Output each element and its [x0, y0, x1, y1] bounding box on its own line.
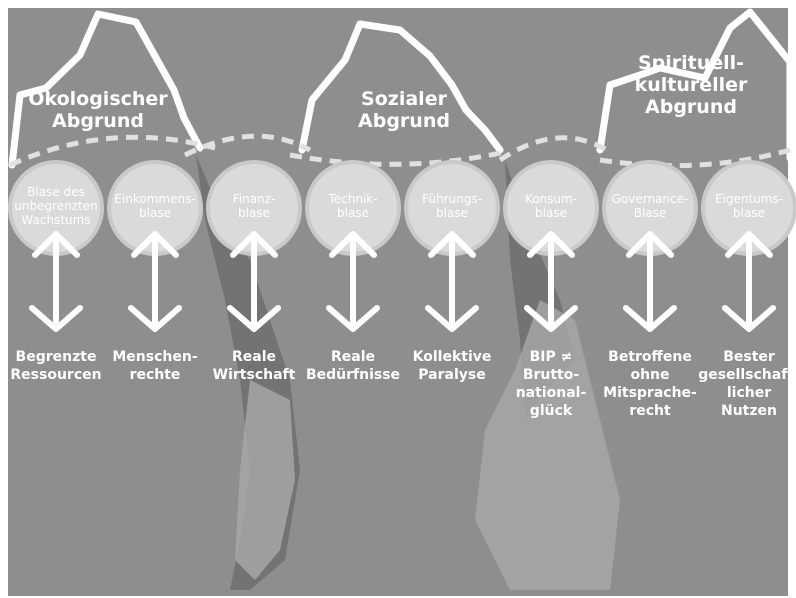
- bubble-label-6: Governance- Blase: [611, 192, 689, 220]
- dashed-arc-1: [8, 134, 216, 168]
- dashed-arc-2: [183, 133, 312, 158]
- arrow-layer: [29, 231, 776, 332]
- double-arrow-4: [425, 231, 479, 332]
- social-abyss-outline: [298, 20, 504, 154]
- bubble-label-1: Einkommens- blase: [114, 192, 196, 220]
- dashed-arc-3: [289, 149, 506, 167]
- double-arrow-1: [128, 231, 182, 332]
- abyss-shadow-left-lower: [235, 380, 295, 580]
- outcome-label-3: Reale Bedürfnisse: [305, 349, 401, 383]
- ecological-abyss-outline: [8, 10, 204, 169]
- outcome-label-4: Kollektive Paralyse: [412, 349, 492, 383]
- double-arrow-0: [29, 231, 83, 332]
- bubble-label-4: Führungs- blase: [422, 192, 482, 220]
- double-arrow-3: [326, 231, 380, 332]
- social-abyss-label: Sozialer Abgrund: [358, 88, 450, 132]
- double-arrow-7: [722, 231, 776, 332]
- double-arrow-6: [623, 231, 677, 332]
- bubble-label-2: Finanz- blase: [232, 192, 276, 220]
- dashed-arc-4: [498, 135, 612, 163]
- bubble-label-3: Technik- blase: [328, 192, 378, 220]
- bubble-label-7: Eigentums- blase: [714, 192, 784, 220]
- bubble-label-0: Blase des unbegrenzten Wachstums: [14, 185, 98, 227]
- outcome-label-2: Reale Wirtschaft: [212, 349, 296, 383]
- outcome-label-7: Bester gesellschaft- licher Nutzen: [698, 349, 796, 419]
- spiritual-abyss-outline: [596, 8, 794, 162]
- outcome-label-5: BIP ≠ Brutto- national- glück: [515, 349, 587, 419]
- double-arrow-5: [524, 231, 578, 332]
- double-arrow-2: [227, 231, 281, 332]
- outcome-label-1: Menschen- rechte: [112, 349, 198, 383]
- ecological-abyss-label: Ökologischer Abgrund: [28, 88, 168, 132]
- outcome-label-6: Betroffene ohne Mitsprache- recht: [603, 349, 697, 419]
- abyss-shadow-right-lower: [475, 300, 620, 590]
- dashed-arc-5: [599, 147, 791, 169]
- spiritual-cultural-abyss-label: Spirituell- kultureller Abgrund: [634, 52, 748, 118]
- background-panel: [8, 8, 788, 596]
- outcome-label-0: Begrenzte Ressourcen: [10, 349, 102, 383]
- bubble-label-5: Konsum- blase: [524, 192, 578, 220]
